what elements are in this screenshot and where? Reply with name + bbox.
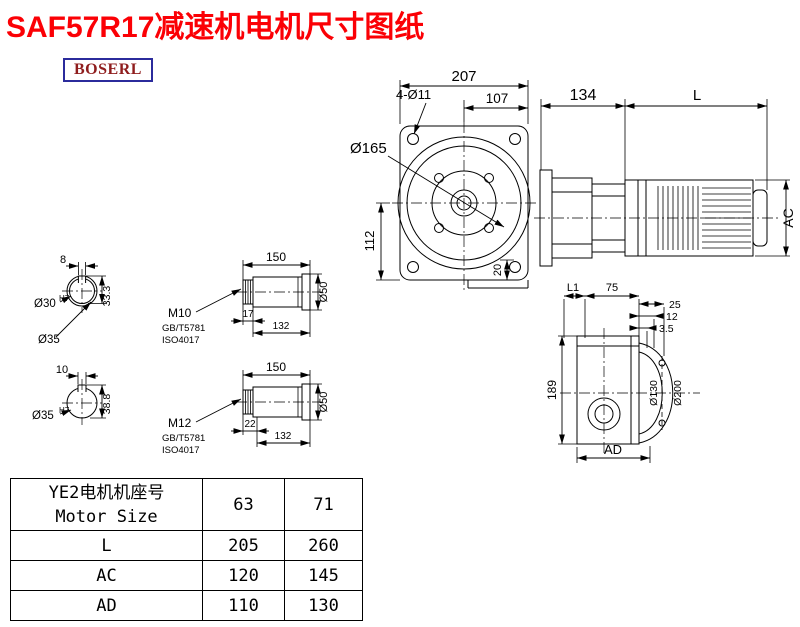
label-thread-b: M12 <box>168 416 192 430</box>
dim-motor-height: AC <box>780 208 796 227</box>
table-row-l: L 205 260 <box>10 530 363 561</box>
dim-bore-a: Ø30 <box>34 298 56 310</box>
shaft-b-side-view <box>195 370 322 447</box>
technical-drawing: 207 4-Ø11 107 Ø165 112 20 134 L AC <box>32 68 796 463</box>
dim-front-width: 207 <box>451 68 476 85</box>
value-ad-63: 110 <box>202 590 285 621</box>
dim-motor-length: L <box>693 87 701 104</box>
side-view-dimensions <box>540 99 790 257</box>
value-ac-71: 145 <box>284 560 363 591</box>
output-view-outline <box>560 328 700 456</box>
motor-size-col-63: 63 <box>202 478 285 531</box>
shaft-b-end-view <box>59 372 106 425</box>
dim-bore-tol-b: H7 <box>59 406 70 415</box>
dim-shaft-length-a: 150 <box>266 250 286 264</box>
dim-half-width: 107 <box>486 91 509 106</box>
dim-ad: AD <box>604 442 622 457</box>
motor-size-header: YE2电机机座号 Motor Size <box>10 478 203 531</box>
motor-size-header-en: Motor Size <box>55 506 158 527</box>
dim-12: 12 <box>666 311 678 323</box>
dim-body-len-b: 132 <box>275 431 292 442</box>
dim-body-len-a: 132 <box>273 321 290 332</box>
side-view-outline <box>534 169 780 267</box>
dim-key-width-b: 10 <box>56 364 68 376</box>
label-standard2-b: ISO4017 <box>162 445 200 456</box>
row-label-ac: AC <box>10 560 203 591</box>
dim-25: 25 <box>669 299 681 311</box>
dim-thread-len-a: 17 <box>242 309 254 320</box>
shaft-a-end-view <box>55 262 106 338</box>
dim-shaft-length-b: 150 <box>266 360 286 374</box>
dim-output-flange: Ø200 <box>672 380 684 406</box>
table-row-ad: AD 110 130 <box>10 590 363 621</box>
dim-collar-a: Ø50 <box>318 282 330 303</box>
dim-75: 75 <box>606 282 618 294</box>
dim-l1: L1 <box>567 282 579 294</box>
dim-center-height: 112 <box>362 231 377 252</box>
front-view-dimensions <box>376 80 529 281</box>
table-row-ac: AC 120 145 <box>10 560 363 591</box>
value-l-71: 260 <box>284 530 363 561</box>
row-label-l: L <box>10 530 203 561</box>
value-ac-63: 120 <box>202 560 285 591</box>
motor-size-col-71: 71 <box>284 478 363 531</box>
dim-gearbox-length: 134 <box>570 87 597 104</box>
brand-logo: BOSERL <box>63 58 153 82</box>
dim-flange-dia: Ø165 <box>350 140 387 157</box>
dim-thread-len-b: 22 <box>244 419 256 430</box>
dim-bottom-step: 20 <box>492 264 504 276</box>
row-label-ad: AD <box>10 590 203 621</box>
dim-outer-dia-a: Ø35 <box>38 334 60 346</box>
value-ad-71: 130 <box>284 590 363 621</box>
output-view-dimensions <box>558 293 665 463</box>
page-title: SAF57R17减速机电机尺寸图纸 <box>6 11 425 44</box>
table-header-row: YE2电机机座号 Motor Size 63 71 <box>10 478 363 531</box>
dim-3-5: 3.5 <box>659 323 674 335</box>
dim-bolt-circle: Ø130 <box>648 380 660 406</box>
value-l-63: 205 <box>202 530 285 561</box>
front-view-outline <box>392 122 538 292</box>
shaft-a-side-view <box>195 260 322 337</box>
label-thread-a: M10 <box>168 306 192 320</box>
dim-bolt-holes: 4-Ø11 <box>396 87 431 102</box>
dim-bore-b: Ø35 <box>32 410 54 422</box>
dimension-table: YE2电机机座号 Motor Size 63 71 L 205 260 AC 1… <box>10 478 363 621</box>
dim-output-height: 189 <box>545 380 559 400</box>
dim-key-depth-b: 38.8 <box>101 394 113 415</box>
label-standard1-b: GB/T5781 <box>162 433 205 444</box>
dim-bore-tol-a: H7 <box>59 294 70 303</box>
dim-key-width-a: 8 <box>60 254 66 266</box>
label-standard2-a: ISO4017 <box>162 335 200 346</box>
dim-collar-b: Ø50 <box>318 392 330 413</box>
dim-key-depth-a: 33.3 <box>101 286 113 307</box>
motor-size-header-cn: YE2电机机座号 <box>48 482 165 503</box>
label-standard1-a: GB/T5781 <box>162 323 205 334</box>
